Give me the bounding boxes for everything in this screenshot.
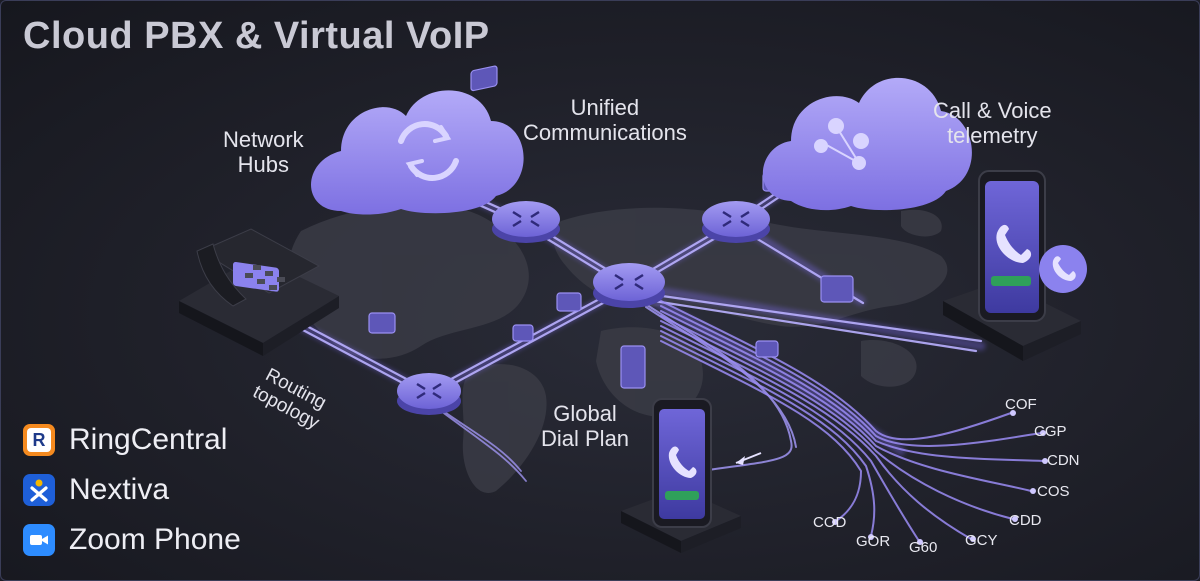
endpoint-code: CGP <box>1034 423 1067 440</box>
network-hubs-cloud <box>311 90 524 215</box>
endpoint-code: COD <box>813 514 847 531</box>
users-network-icon <box>814 118 869 170</box>
endpoint-code: G60 <box>909 539 938 556</box>
endpoint-code: GOR <box>856 533 891 550</box>
brand-name: Zoom Phone <box>69 523 241 556</box>
endpoint-code: CDD <box>1009 512 1042 529</box>
desk-phone-icon <box>179 228 339 356</box>
router-node-center <box>593 263 665 308</box>
endpoint-code: COS <box>1037 483 1070 500</box>
nextiva-icon <box>23 474 55 506</box>
direction-arrow-icon <box>735 452 762 465</box>
bottom-smartphone-icon <box>621 398 741 553</box>
label-global-dial-plan: Global Dial Plan <box>541 401 630 451</box>
label-unified-communications: Unified Communications <box>523 95 687 145</box>
brand-zoom-phone: Zoom Phone <box>23 523 241 557</box>
sync-icon <box>398 121 459 181</box>
endpoint-code: COF <box>1005 396 1037 413</box>
brand-name: Nextiva <box>69 473 170 506</box>
brand-ringcentral: R RingCentral <box>23 423 227 457</box>
router-node-bottom-left <box>397 373 461 415</box>
zoom-phone-icon <box>23 524 55 556</box>
label-network-hubs: Network Hubs <box>223 127 304 177</box>
nextiva-mark <box>30 479 48 502</box>
label-call-voice-telemetry: Call & Voice telemetry <box>933 98 1052 148</box>
endpoint-code: GCY <box>965 532 998 549</box>
page-title: Cloud PBX & Virtual VoIP <box>23 15 490 57</box>
brand-nextiva: Nextiva <box>23 473 169 507</box>
endpoint-code: CDN <box>1047 452 1080 469</box>
data-packet-cards <box>368 65 854 389</box>
router-node-top-left <box>492 201 560 243</box>
right-smartphone-icon <box>943 170 1087 361</box>
brand-name: RingCentral <box>69 423 228 456</box>
ringcentral-icon: R <box>23 424 55 456</box>
call-telemetry-cloud <box>762 77 972 211</box>
video-camera-icon <box>30 535 48 545</box>
router-node-top-right <box>702 201 770 243</box>
